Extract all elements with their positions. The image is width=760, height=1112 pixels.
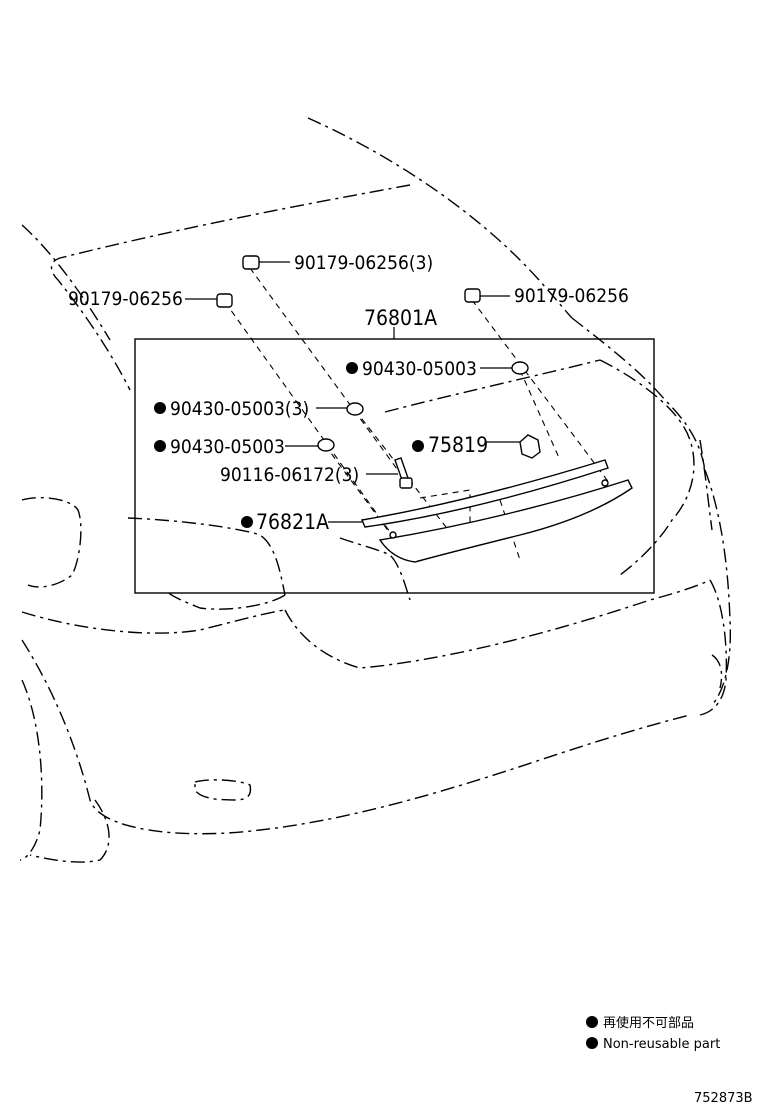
label-bolt: 90116-06172(3) <box>220 464 359 486</box>
nonreusable-dot <box>412 440 424 452</box>
label-nut-top: 90179-06256(3) <box>294 252 433 274</box>
nonreusable-dot <box>154 402 166 414</box>
legend-english: Non-reusable part <box>603 1037 720 1052</box>
clip-right <box>480 361 529 375</box>
label-76801A: 76801A <box>364 306 437 330</box>
nonreusable-dot <box>241 516 253 528</box>
label-clip-left: 90430-05003 <box>170 436 285 458</box>
label-clip-right: 90430-05003 <box>362 358 477 380</box>
figure-number: 752873B <box>694 1091 753 1106</box>
label-nut-right: 90179-06256 <box>514 285 629 307</box>
legend: 再使用不可部品 Non-reusable part <box>586 1015 720 1052</box>
legend-japanese: 再使用不可部品 <box>603 1015 694 1031</box>
label-75819: 75819 <box>428 433 488 457</box>
label-clip-left-qty: 90430-05003(3) <box>170 398 309 420</box>
car-body-outline <box>19 117 732 863</box>
trunk-moulding <box>361 459 633 563</box>
legend-dot-jp <box>586 1016 598 1028</box>
clip-left-qty <box>316 402 364 416</box>
nonreusable-dot <box>154 440 166 452</box>
label-76821A: 76821A <box>256 510 329 534</box>
legend-dot-en <box>586 1037 598 1049</box>
label-nut-left: 90179-06256 <box>68 288 183 310</box>
nut-top <box>242 255 290 270</box>
nut-left <box>185 293 233 308</box>
nonreusable-dot <box>346 362 358 374</box>
nut-right <box>464 288 510 303</box>
bolt <box>366 457 413 489</box>
clip-75819 <box>486 434 541 459</box>
clip-left <box>285 438 335 452</box>
